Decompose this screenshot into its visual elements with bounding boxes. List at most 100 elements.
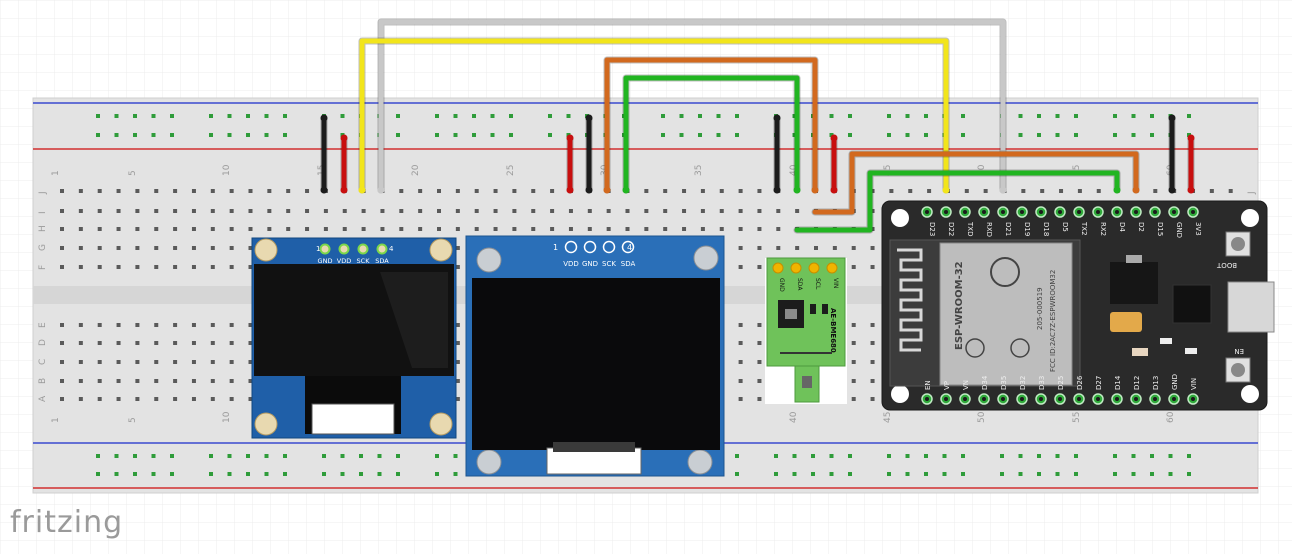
- rail-hole[interactable]: [942, 472, 947, 476]
- rail-hole[interactable]: [96, 114, 100, 118]
- breadboard-hole[interactable]: [135, 209, 140, 213]
- breadboard-hole[interactable]: [173, 265, 178, 269]
- rail-hole[interactable]: [548, 133, 552, 137]
- rail-hole[interactable]: [961, 114, 965, 118]
- rail-hole[interactable]: [490, 133, 495, 137]
- breadboard-hole[interactable]: [851, 265, 856, 269]
- breadboard-hole[interactable]: [455, 227, 460, 231]
- rail-hole[interactable]: [1131, 114, 1136, 118]
- breadboard-hole[interactable]: [78, 397, 83, 401]
- breadboard-hole[interactable]: [78, 360, 83, 364]
- breadboard-hole[interactable]: [60, 189, 64, 193]
- rail-hole[interactable]: [1037, 114, 1041, 118]
- breadboard-hole[interactable]: [927, 189, 932, 193]
- rail-hole[interactable]: [283, 472, 287, 476]
- rail-hole[interactable]: [170, 114, 174, 118]
- breadboard-hole[interactable]: [437, 189, 441, 193]
- breadboard-hole[interactable]: [210, 209, 215, 213]
- breadboard-hole[interactable]: [154, 341, 159, 345]
- breadboard-hole[interactable]: [191, 246, 196, 250]
- breadboard-hole[interactable]: [229, 323, 234, 327]
- breadboard-hole[interactable]: [173, 323, 178, 327]
- breadboard-hole[interactable]: [719, 209, 724, 213]
- rail-hole[interactable]: [792, 454, 797, 458]
- breadboard-hole[interactable]: [116, 265, 121, 269]
- breadboard-hole[interactable]: [154, 209, 159, 213]
- rail-hole[interactable]: [661, 114, 665, 118]
- breadboard-hole[interactable]: [568, 227, 573, 231]
- rail-hole[interactable]: [1018, 454, 1023, 458]
- rail-hole[interactable]: [151, 472, 156, 476]
- breadboard-hole[interactable]: [210, 397, 215, 401]
- breadboard-hole[interactable]: [97, 379, 102, 383]
- breadboard-hole[interactable]: [248, 189, 253, 193]
- breadboard-hole[interactable]: [455, 397, 460, 401]
- rail-hole[interactable]: [924, 133, 928, 137]
- rail-hole[interactable]: [114, 133, 119, 137]
- rail-hole[interactable]: [209, 114, 213, 118]
- rail-hole[interactable]: [170, 472, 174, 476]
- rail-hole[interactable]: [961, 454, 965, 458]
- rail-hole[interactable]: [848, 133, 852, 137]
- rail-hole[interactable]: [435, 133, 439, 137]
- breadboard-hole[interactable]: [248, 360, 253, 364]
- rail-hole[interactable]: [453, 133, 458, 137]
- breadboard-hole[interactable]: [97, 209, 102, 213]
- breadboard-hole[interactable]: [248, 397, 253, 401]
- breadboard-hole[interactable]: [757, 360, 762, 364]
- breadboard-hole[interactable]: [832, 246, 837, 250]
- rail-hole[interactable]: [1018, 133, 1023, 137]
- breadboard-hole[interactable]: [229, 341, 234, 345]
- breadboard-hole[interactable]: [455, 189, 460, 193]
- breadboard-hole[interactable]: [550, 189, 555, 193]
- rail-hole[interactable]: [1113, 133, 1117, 137]
- breadboard-hole[interactable]: [229, 227, 234, 231]
- breadboard-hole[interactable]: [248, 379, 253, 383]
- rail-hole[interactable]: [1055, 454, 1060, 458]
- breadboard-hole[interactable]: [135, 246, 140, 250]
- breadboard-hole[interactable]: [116, 189, 121, 193]
- breadboard-hole[interactable]: [889, 189, 894, 193]
- breadboard-hole[interactable]: [1096, 189, 1101, 193]
- breadboard-hole[interactable]: [663, 227, 668, 231]
- breadboard-hole[interactable]: [191, 227, 196, 231]
- rail-hole[interactable]: [453, 472, 458, 476]
- rail-hole[interactable]: [227, 133, 232, 137]
- rail-hole[interactable]: [283, 454, 287, 458]
- breadboard-hole[interactable]: [173, 246, 178, 250]
- rail-hole[interactable]: [151, 454, 156, 458]
- breadboard-hole[interactable]: [908, 189, 913, 193]
- breadboard-hole[interactable]: [663, 209, 668, 213]
- rail-hole[interactable]: [1150, 114, 1154, 118]
- rail-hole[interactable]: [246, 133, 250, 137]
- rail-hole[interactable]: [133, 114, 137, 118]
- wire-green-esp[interactable]: [794, 170, 1120, 233]
- breadboard-hole[interactable]: [983, 189, 988, 193]
- breadboard-hole[interactable]: [870, 209, 875, 213]
- oled-large-pin-sck[interactable]: [602, 240, 616, 254]
- rail-hole[interactable]: [1055, 133, 1060, 137]
- breadboard-hole[interactable]: [757, 209, 762, 213]
- breadboard-hole[interactable]: [870, 265, 875, 269]
- breadboard-hole[interactable]: [210, 246, 215, 250]
- rail-hole[interactable]: [792, 472, 797, 476]
- breadboard-hole[interactable]: [191, 189, 196, 193]
- breadboard-hole[interactable]: [512, 227, 517, 231]
- rail-hole[interactable]: [1150, 454, 1154, 458]
- breadboard-hole[interactable]: [625, 209, 630, 213]
- breadboard-hole[interactable]: [210, 265, 215, 269]
- breadboard-hole[interactable]: [625, 227, 630, 231]
- rail-hole[interactable]: [246, 472, 250, 476]
- breadboard-hole[interactable]: [116, 246, 121, 250]
- breadboard-hole[interactable]: [851, 379, 856, 383]
- breadboard-hole[interactable]: [757, 323, 762, 327]
- rail-hole[interactable]: [1037, 472, 1041, 476]
- breadboard-hole[interactable]: [78, 323, 83, 327]
- rail-hole[interactable]: [961, 472, 965, 476]
- breadboard-hole[interactable]: [248, 265, 253, 269]
- rail-hole[interactable]: [114, 114, 119, 118]
- breadboard-hole[interactable]: [455, 341, 460, 345]
- rail-hole[interactable]: [472, 114, 476, 118]
- breadboard-hole[interactable]: [531, 227, 536, 231]
